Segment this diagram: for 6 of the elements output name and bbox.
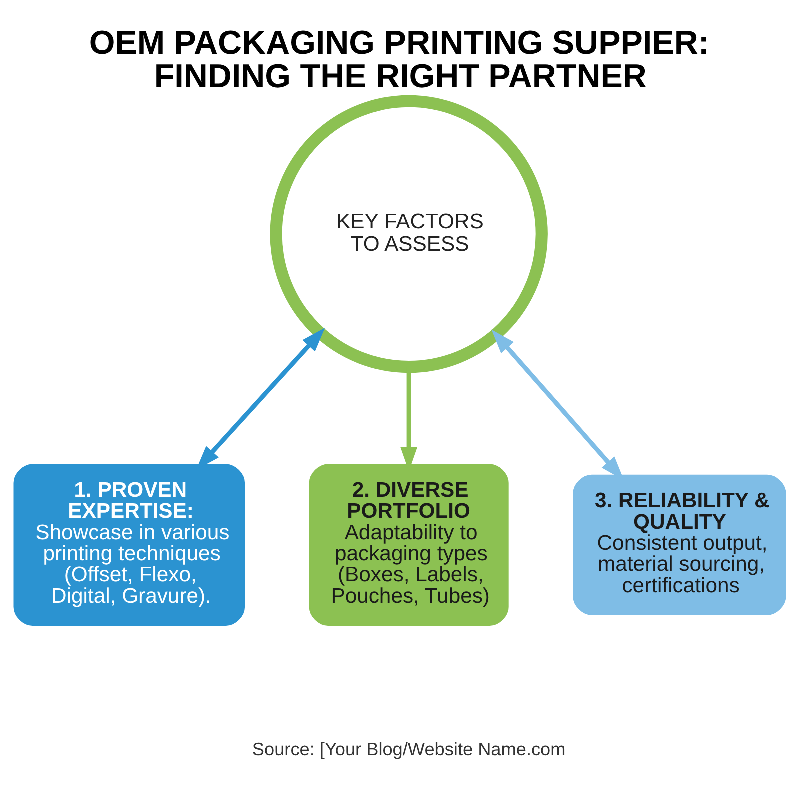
node-box: 1. PROVEN EXPERTISE: Showcase in various printing techniques (Offset, Flexo, Digital, Gravure). [14, 464, 246, 626]
node-circle: KEY FACTORS TO ASSESS [270, 94, 548, 373]
node-box: 2. DIVERSE PORTFOLIO Adaptability to packaging types (Boxes, Labels, Pouches, Tubes) [309, 464, 509, 626]
diagram-title: OEM PACKAGING PRINTING SUPPIER: FINDING THE RIGHT PARTNER [89, 24, 710, 95]
label: Source: [Your Blog/Website Name.com [252, 738, 566, 759]
node-box: 3. RELIABILITY & QUALITY Consistent output, material sourcing, certifications [573, 474, 786, 615]
